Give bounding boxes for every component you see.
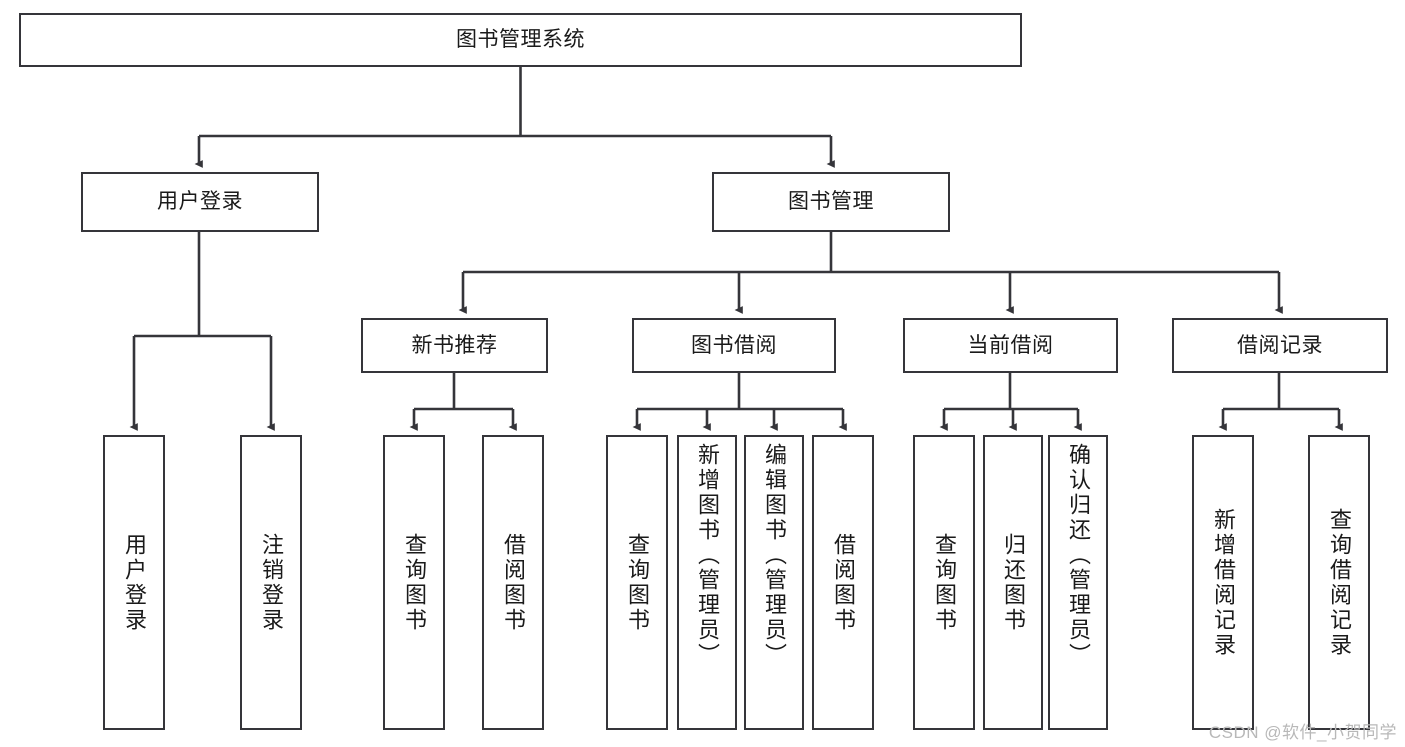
node-label: 当前借阅: [967, 333, 1054, 357]
node-label: 归还图书: [1001, 532, 1026, 633]
leaf-borrow-borrow-book[interactable]: 借阅图书: [812, 435, 874, 730]
node-borrow-record[interactable]: 借阅记录: [1172, 318, 1388, 373]
node-label: 借阅图书: [501, 532, 526, 633]
node-label: 借阅图书: [831, 532, 856, 633]
leaf-recommend-borrow-book[interactable]: 借阅图书: [482, 435, 544, 730]
node-current-borrow[interactable]: 当前借阅: [903, 318, 1118, 373]
leaf-user-logout[interactable]: 注销登录: [240, 435, 302, 730]
node-book-borrow[interactable]: 图书借阅: [632, 318, 836, 373]
leaf-recommend-query-book[interactable]: 查询图书: [383, 435, 445, 730]
node-label: 用户登录: [122, 532, 147, 633]
leaf-borrow-query-book[interactable]: 查询图书: [606, 435, 668, 730]
node-label: 图书借阅: [691, 333, 777, 357]
node-label: 查询借阅记录: [1327, 507, 1352, 658]
node-label: 新书推荐: [411, 333, 498, 357]
node-root-system[interactable]: 图书管理系统: [19, 13, 1022, 67]
leaf-current-return-book[interactable]: 归还图书: [983, 435, 1043, 730]
node-label: 查询图书: [625, 532, 650, 633]
csdn-watermark: CSDN @软件_小贺同学: [1208, 723, 1397, 742]
node-label: 借阅记录: [1237, 333, 1323, 357]
node-label: 编辑图书（管理员）: [762, 443, 787, 668]
node-label: 图书管理系统: [456, 28, 585, 52]
leaf-borrow-add-book-admin[interactable]: 新增图书（管理员）: [677, 435, 737, 730]
node-label: 新增图书（管理员）: [695, 443, 720, 668]
node-label: 查询图书: [932, 532, 957, 633]
node-new-book-recommend[interactable]: 新书推荐: [361, 318, 548, 373]
leaf-record-add-record[interactable]: 新增借阅记录: [1192, 435, 1254, 730]
node-book-management[interactable]: 图书管理: [712, 172, 950, 232]
node-label: 查询图书: [402, 532, 427, 633]
leaf-user-login[interactable]: 用户登录: [103, 435, 165, 730]
node-label: 用户登录: [157, 190, 243, 214]
node-label: 图书管理: [788, 190, 874, 214]
node-label: 注销登录: [259, 532, 284, 633]
node-label: 新增借阅记录: [1211, 507, 1236, 658]
leaf-record-query-record[interactable]: 查询借阅记录: [1308, 435, 1370, 730]
node-user-login[interactable]: 用户登录: [81, 172, 319, 232]
leaf-borrow-edit-book-admin[interactable]: 编辑图书（管理员）: [744, 435, 804, 730]
leaf-current-confirm-return-admin[interactable]: 确认归还（管理员）: [1048, 435, 1108, 730]
node-label: 确认归还（管理员）: [1066, 443, 1091, 668]
leaf-current-query-book[interactable]: 查询图书: [913, 435, 975, 730]
